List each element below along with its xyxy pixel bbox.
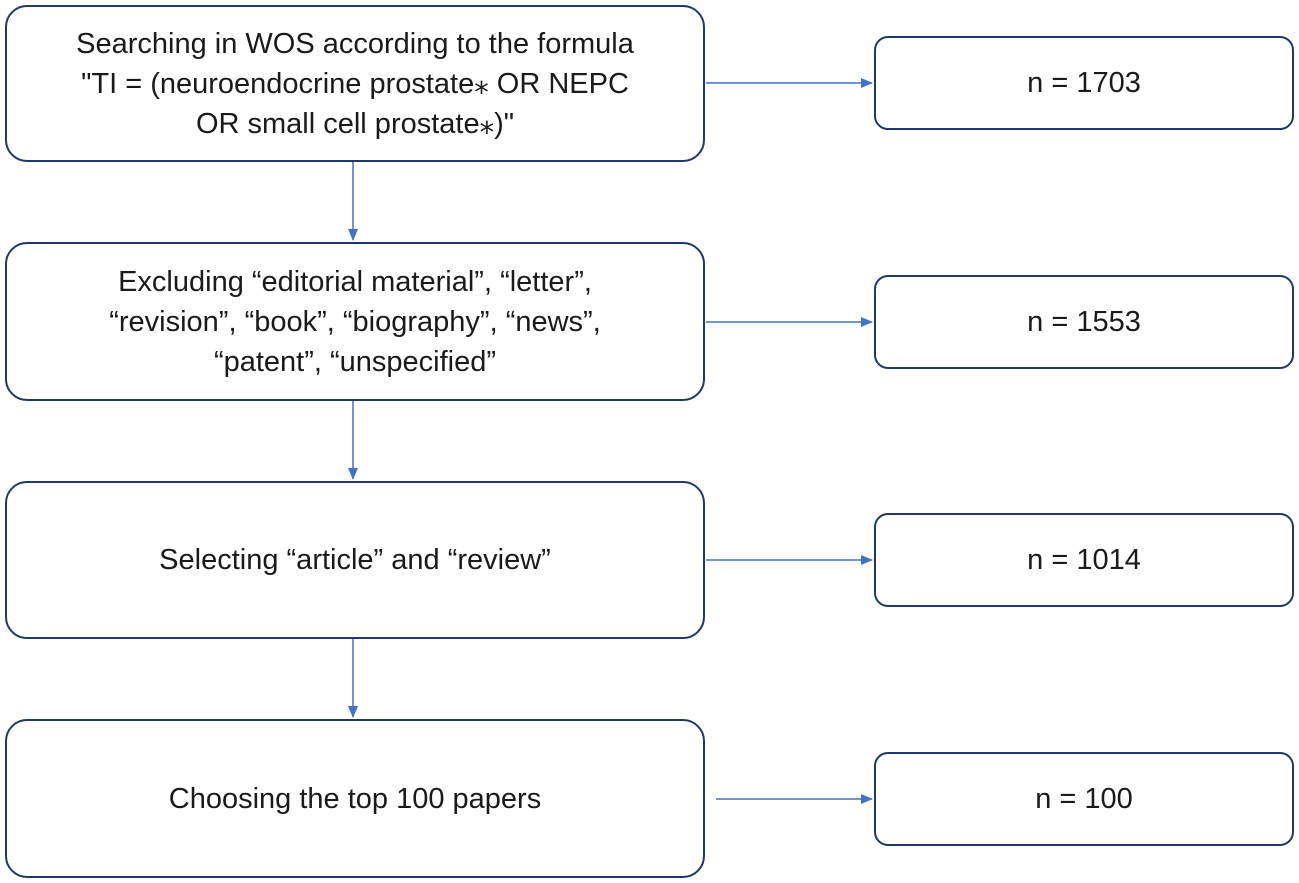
step-box-search: Searching in WOS according to the formul…: [5, 5, 705, 162]
step-line: Searching in WOS according to the formul…: [76, 27, 634, 60]
step-text-search: Searching in WOS according to the formul…: [76, 24, 634, 144]
count-label: n = 100: [1035, 782, 1133, 815]
step-text-select: Selecting “article” and “review”: [159, 540, 551, 580]
count-box-1703: n = 1703: [874, 36, 1294, 130]
step-line: Selecting “article” and “review”: [159, 544, 551, 576]
step-line: Excluding “editorial material”, “letter”…: [118, 265, 592, 298]
step-box-top100: Choosing the top 100 papers: [5, 719, 705, 878]
step-text-exclude: Excluding “editorial material”, “letter”…: [109, 262, 601, 382]
step-box-exclude: Excluding “editorial material”, “letter”…: [5, 242, 705, 401]
step-line: “revision”, “book”, “biography”, “news”,: [109, 305, 601, 338]
step-line: “patent”, “unspecified”: [213, 345, 497, 378]
count-box-1014: n = 1014: [874, 513, 1294, 607]
count-label: n = 1553: [1027, 305, 1141, 338]
count-box-100: n = 100: [874, 752, 1294, 846]
count-label: n = 1703: [1027, 66, 1141, 99]
step-text-top100: Choosing the top 100 papers: [169, 779, 541, 819]
count-box-1553: n = 1553: [874, 275, 1294, 369]
step-line: "TI = (neuroendocrine prostate⁎ OR NEPC: [81, 67, 629, 100]
count-label: n = 1014: [1027, 543, 1141, 576]
step-line: Choosing the top 100 papers: [168, 782, 542, 815]
step-box-select: Selecting “article” and “review”: [5, 481, 705, 639]
step-line: OR small cell prostate⁎)": [195, 107, 515, 140]
